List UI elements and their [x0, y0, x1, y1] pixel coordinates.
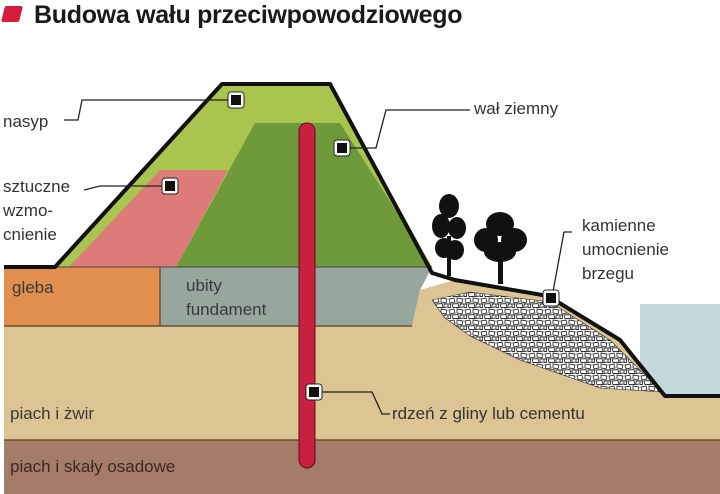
label-sztuczne-line-3: cnienie	[3, 225, 57, 244]
label-piach-skaly: piach i skały osadowe	[10, 457, 176, 476]
label-kamienne-line-1: kamienne	[582, 216, 656, 235]
layer-bedrock	[4, 440, 720, 494]
label-gleba: gleba	[12, 278, 54, 297]
tree-icon	[432, 194, 466, 276]
clay-core	[298, 122, 316, 469]
label-rdzen: rdzeń z gliny lub cementu	[392, 404, 585, 423]
marker-nasyp	[227, 91, 245, 109]
marker-sztuczne	[161, 177, 179, 195]
leader-wal-ziemny	[342, 109, 470, 149]
label-kamienne-line-2: umocnienie	[582, 240, 669, 259]
tree-icon	[474, 212, 527, 284]
stone-reinforcement	[431, 291, 663, 393]
leader-kamienne	[551, 231, 572, 298]
label-sztuczne-line-2: wzmo-	[3, 201, 54, 220]
marker-wal-ziemny	[333, 139, 351, 157]
page-title: Budowa wału przeciwpowodziowego	[34, 1, 463, 29]
label-nasyp: nasyp	[3, 112, 49, 131]
marker-rdzen	[305, 383, 323, 401]
layer-fundament	[160, 267, 432, 326]
layer-gleba	[4, 267, 160, 326]
leader-rdzen	[314, 391, 390, 415]
label-sztuczne-line-1: sztuczne	[3, 177, 71, 196]
label-ubity-line-2: fundament	[186, 300, 267, 319]
artificial-reinforcement	[69, 170, 228, 267]
leader-nasyp	[64, 99, 236, 121]
leader-sztuczne	[83, 185, 170, 191]
label-piach-zwir: piach i żwir	[10, 404, 95, 423]
label-ubity-line-1: ubity	[186, 276, 222, 295]
marker-kamienne	[542, 289, 560, 307]
label-kamienne-line-3: brzegu	[582, 264, 634, 283]
levee-outline	[4, 82, 720, 398]
label-wal-ziemny: wał ziemny	[474, 99, 559, 118]
